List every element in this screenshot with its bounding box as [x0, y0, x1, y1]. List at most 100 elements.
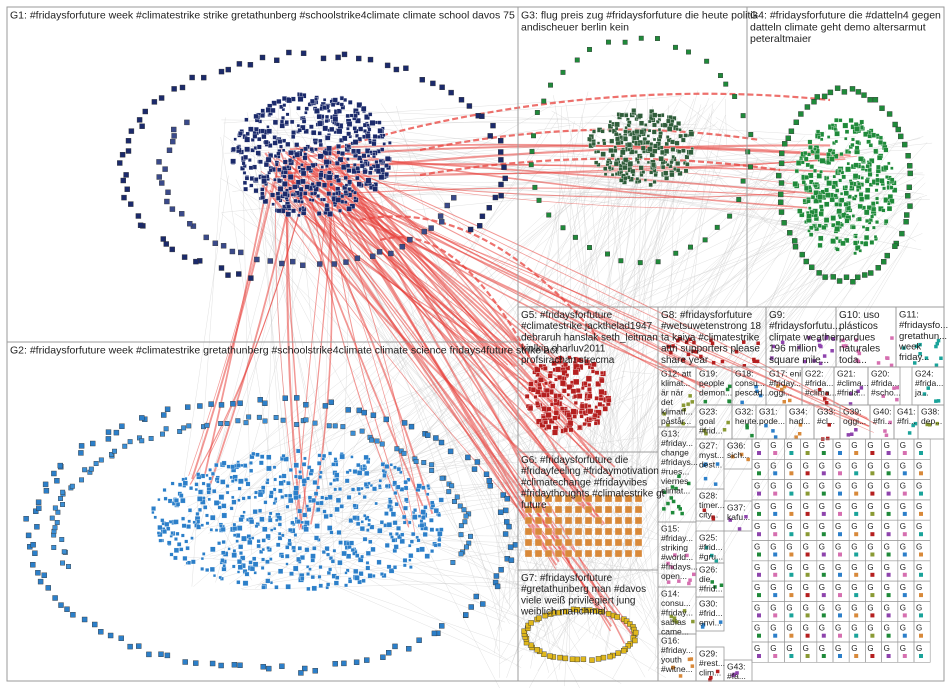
- tiny-group-label: G: [900, 644, 906, 653]
- g1-node: [372, 186, 378, 192]
- g2-node: [226, 464, 231, 469]
- g1-node: [276, 208, 282, 214]
- graph-edge: [604, 166, 904, 512]
- graph-edge: [291, 204, 294, 506]
- small-group-node: [854, 428, 858, 432]
- g4-node: [846, 161, 850, 166]
- g2-node: [322, 509, 327, 514]
- g2-node: [317, 574, 322, 579]
- tiny-group-node: [773, 572, 778, 577]
- tiny-group-label: G: [803, 624, 809, 633]
- g2-node: [413, 459, 419, 464]
- tiny-group-node: [757, 593, 761, 598]
- g1-node: [272, 119, 279, 125]
- tiny-group-node: [789, 613, 794, 618]
- group-label-g32: heute...: [735, 416, 763, 426]
- g1-node: [341, 135, 348, 142]
- g2-node: [232, 549, 237, 553]
- g2-node: [259, 549, 264, 554]
- g4-node: [869, 240, 875, 245]
- tiny-group-label: G: [835, 583, 841, 592]
- g2-node: [411, 531, 416, 537]
- g2-node: [502, 531, 509, 537]
- g1-node: [346, 157, 350, 161]
- graph-edge: [516, 248, 855, 625]
- tiny-group-node: [789, 572, 794, 577]
- g4-node: [856, 188, 860, 192]
- g4-node: [875, 196, 879, 201]
- g1-node: [125, 148, 132, 154]
- tiny-group-label: G: [900, 441, 906, 450]
- g4-node: [865, 187, 871, 193]
- graph-edge: [228, 395, 502, 585]
- small-group-node: [764, 423, 768, 428]
- group-label-g25: G25:: [699, 533, 717, 543]
- small-group-node: [728, 384, 732, 389]
- small-group-node: [818, 361, 823, 366]
- g3-node: [619, 112, 625, 118]
- g2-node: [163, 426, 169, 432]
- g2-node: [335, 575, 340, 580]
- g1-node: [336, 108, 342, 114]
- g2-node: [205, 513, 209, 518]
- tiny-group-node: [821, 511, 826, 516]
- g4-node: [803, 258, 809, 265]
- g2-node: [292, 565, 299, 572]
- graph-edge: [552, 351, 619, 506]
- graph-edge-red: [329, 92, 831, 152]
- g4-node: [819, 137, 824, 142]
- group-label-g5: G5: #fridaysforfuture: [521, 310, 613, 321]
- g2-node: [197, 403, 203, 409]
- g1-node: [314, 97, 318, 101]
- g2-node: [408, 423, 415, 430]
- g4-node: [889, 185, 894, 190]
- g2-node: [266, 478, 270, 482]
- small-group-node: [671, 665, 675, 670]
- g1-node: [125, 138, 132, 144]
- g3-node: [690, 147, 694, 151]
- graph-edge: [238, 470, 281, 506]
- group-label-g6: #fridayfeeling #fridaymotivation: [521, 466, 659, 477]
- g5-node: [549, 402, 554, 407]
- graph-edge: [537, 123, 631, 455]
- g2-node: [127, 439, 133, 445]
- tiny-group-node: [821, 593, 826, 598]
- tiny-group-node: [821, 633, 826, 638]
- g2-node: [401, 450, 407, 456]
- g2-node: [285, 562, 289, 566]
- g1-node: [276, 98, 282, 104]
- g2-node: [450, 560, 456, 565]
- g3-node: [686, 49, 691, 55]
- g5-node: [566, 393, 571, 397]
- g2-node: [260, 664, 266, 670]
- g1-node: [356, 181, 362, 187]
- small-group-node: [926, 386, 930, 390]
- g4-node: [903, 218, 909, 225]
- g2-node: [187, 508, 193, 513]
- g2-node: [327, 525, 333, 531]
- g2-node: [186, 524, 191, 529]
- g6-node: [584, 538, 593, 547]
- g2-node: [367, 573, 373, 579]
- tiny-group-label: G: [803, 522, 809, 531]
- g1-node: [327, 109, 331, 113]
- g2-node: [236, 559, 242, 565]
- g1-node: [311, 198, 315, 202]
- small-group-node: [936, 399, 941, 403]
- g4-node: [823, 217, 830, 223]
- small-group-node: [662, 412, 666, 416]
- g2-node: [160, 518, 165, 523]
- group-label-g11: G11:: [899, 310, 919, 321]
- graph-edge-red: [189, 188, 306, 485]
- tiny-group-label: G: [851, 482, 857, 491]
- g1-node: [277, 139, 283, 144]
- g2-node: [231, 495, 235, 500]
- g2-node: [287, 493, 293, 499]
- g2-node: [268, 511, 273, 516]
- g2-node: [175, 502, 181, 507]
- g7-node: [541, 651, 547, 657]
- g2-node: [45, 585, 51, 591]
- g7-node: [528, 620, 534, 626]
- g4-node: [859, 196, 865, 202]
- g2-node: [399, 538, 405, 544]
